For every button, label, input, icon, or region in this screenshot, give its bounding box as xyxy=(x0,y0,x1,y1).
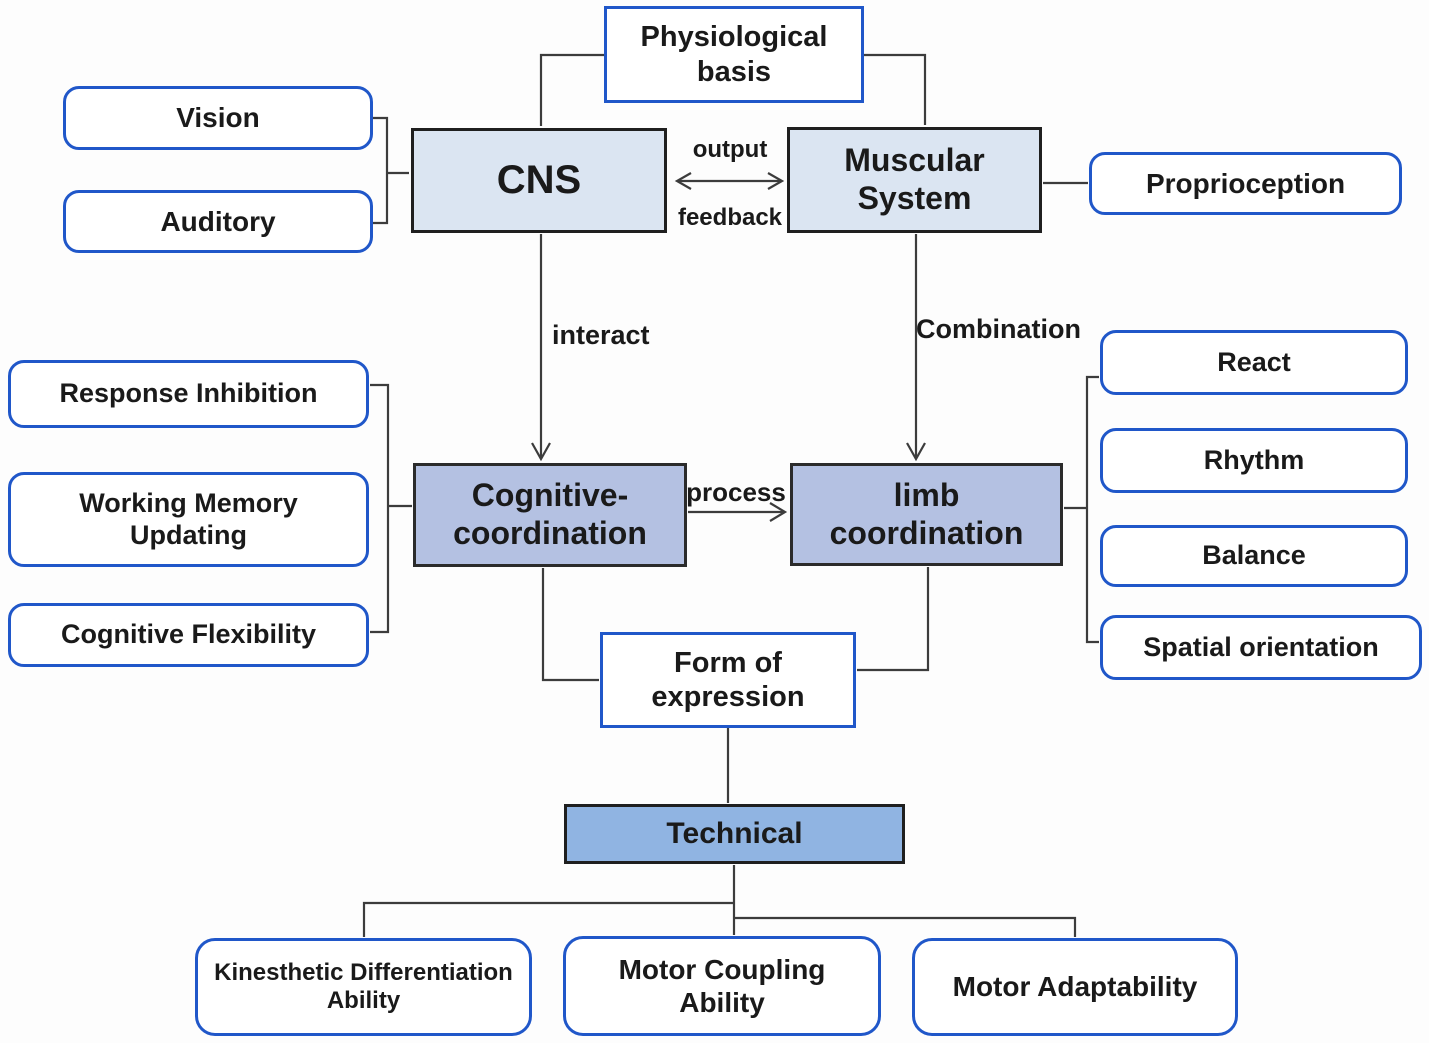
node-react: React xyxy=(1100,330,1408,395)
arrowhead-process xyxy=(769,502,788,522)
edge-limb-form xyxy=(857,567,930,672)
node-limb-coordination: limb coordination xyxy=(790,463,1063,566)
node-cognitive-coordination: Cognitive-coordination xyxy=(413,463,687,567)
edge-right-bracket xyxy=(1064,375,1099,644)
edge-label-interact: interact xyxy=(552,320,650,350)
arrowhead-cognitive xyxy=(531,442,551,462)
edge-label-combination: Combination xyxy=(916,314,1081,344)
node-kinesthetic-differentiation-ability: Kinesthetic Differentiation Ability xyxy=(195,938,532,1036)
node-form-of-expression: Form of expression xyxy=(600,632,856,728)
node-motor-adaptability: Motor Adaptability xyxy=(912,938,1238,1036)
edge-label-process: process xyxy=(686,477,786,507)
node-response-inhibition: Response Inhibition xyxy=(8,360,369,428)
edge-physbasis-cns xyxy=(539,53,604,126)
edge-technical-adaptability xyxy=(734,916,1077,937)
edge-technical-kinesthetic xyxy=(362,901,734,937)
node-proprioception: Proprioception xyxy=(1089,152,1402,215)
edge-vision-auditory-bracket xyxy=(373,116,409,225)
node-motor-coupling-ability: Motor Coupling Ability xyxy=(563,936,881,1036)
edge-label-output: output xyxy=(692,136,768,163)
edge-left-bracket xyxy=(370,383,412,634)
node-rhythm: Rhythm xyxy=(1100,428,1408,493)
arrowhead-limb xyxy=(906,442,926,462)
edge-label-feedback: feedback xyxy=(677,204,783,231)
arrowhead-right xyxy=(767,172,785,190)
node-cns: CNS xyxy=(411,128,667,233)
node-vision: Vision xyxy=(63,86,373,150)
node-working-memory-updating: Working Memory Updating xyxy=(8,472,369,567)
edge-physbasis-muscular xyxy=(864,53,927,125)
node-cognitive-flexibility: Cognitive Flexibility xyxy=(8,603,369,667)
node-auditory: Auditory xyxy=(63,190,373,253)
node-muscular-system: Muscular System xyxy=(787,127,1042,233)
edge-cognitive-form xyxy=(541,568,599,682)
node-balance: Balance xyxy=(1100,525,1408,587)
node-physiological-basis: Physiological basis xyxy=(604,6,864,103)
node-spatial-orientation: Spatial orientation xyxy=(1100,615,1422,680)
arrowhead-left xyxy=(674,172,692,190)
node-technical: Technical xyxy=(564,804,905,864)
